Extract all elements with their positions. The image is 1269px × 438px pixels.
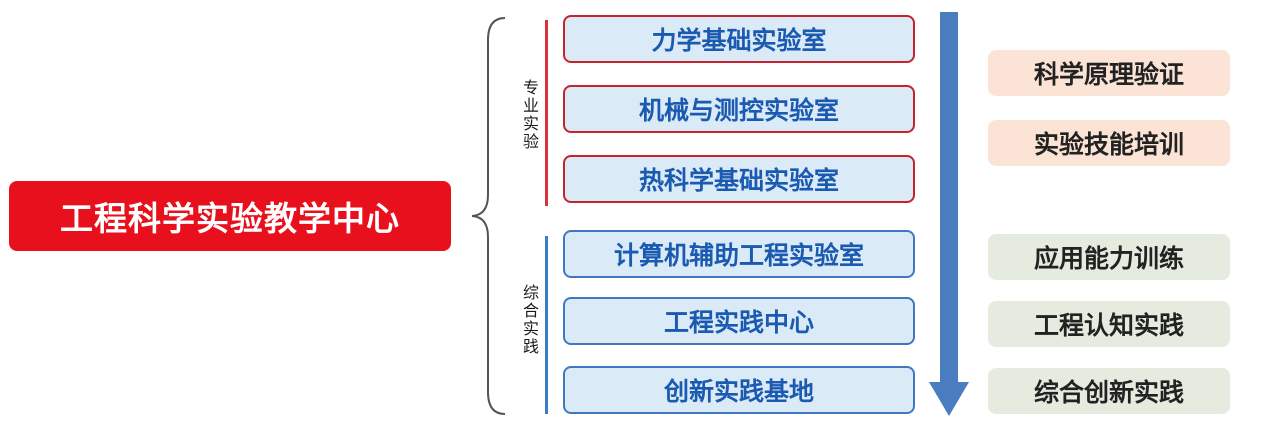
function-box-engineering-cognition: 工程认知实践 (988, 301, 1230, 347)
lab-name: 创新实践基地 (663, 377, 814, 406)
function-box-comprehensive-innovation: 综合创新实践 (988, 368, 1230, 414)
down-arrow-icon (929, 12, 969, 416)
lab-name: 工程实践中心 (663, 308, 814, 337)
lab-box-mechanics: 力学基础实验室 (563, 15, 915, 63)
lab-box-cae: 计算机辅助工程实验室 (563, 230, 915, 278)
practice-group-line (545, 236, 548, 414)
lab-name: 计算机辅助工程实验室 (613, 241, 864, 270)
lab-box-thermal-science: 热科学基础实验室 (563, 155, 915, 203)
function-name: 科学原理验证 (1033, 60, 1184, 89)
lab-box-innovation-base: 创新实践基地 (563, 366, 915, 414)
function-name: 应用能力训练 (1033, 244, 1184, 273)
group-label-practice: 综合实践 (520, 284, 539, 356)
lab-name: 力学基础实验室 (651, 26, 827, 55)
lab-name: 热科学基础实验室 (638, 166, 839, 195)
lab-name: 机械与测控实验室 (638, 96, 839, 125)
lab-box-engineering-practice: 工程实践中心 (563, 297, 915, 345)
function-box-principle-verification: 科学原理验证 (988, 50, 1230, 96)
function-name: 综合创新实践 (1033, 378, 1184, 407)
group-label-professional: 专业实验 (520, 79, 539, 151)
center-title: 工程科学实验教学中心 (60, 199, 400, 238)
function-box-skill-training: 实验技能培训 (988, 120, 1230, 166)
lab-box-mechanical-measurement: 机械与测控实验室 (563, 85, 915, 133)
center-title-box: 工程科学实验教学中心 (9, 181, 451, 251)
function-name: 实验技能培训 (1033, 130, 1184, 159)
function-box-application-training: 应用能力训练 (988, 234, 1230, 280)
function-name: 工程认知实践 (1033, 311, 1184, 340)
professional-group-line (545, 20, 548, 206)
